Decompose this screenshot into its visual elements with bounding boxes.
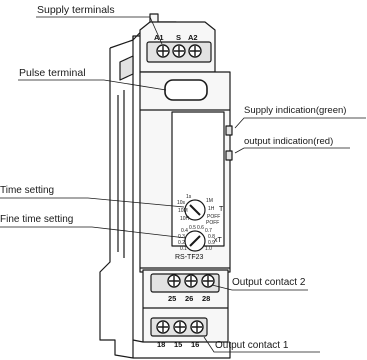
- output-led: [225, 150, 233, 161]
- time-scale-label: POFF: [207, 214, 221, 220]
- leader-output-indication: [234, 147, 350, 154]
- fine-scale-label: 0.2: [178, 240, 185, 246]
- terminal-label: A2: [188, 33, 198, 42]
- fine-scale-label: 0.1: [180, 246, 187, 252]
- fine-scale-label: 1.0: [205, 246, 212, 252]
- fine-scale-label: 0.4: [181, 228, 188, 234]
- fine-dial-mark: xT: [214, 237, 222, 244]
- callout-supply-terminals: Supply terminals: [37, 4, 115, 16]
- leader-fine-time-setting: [0, 226, 187, 239]
- fine-scale-label: 0.7: [205, 228, 212, 234]
- pulse-terminal-slot: [164, 79, 208, 101]
- leader-supply-terminals: [36, 16, 163, 45]
- callout-time-setting: Time setting: [0, 185, 55, 196]
- fine-scale-label: 0.3: [178, 234, 185, 240]
- leader-output-contact-2: [211, 284, 308, 291]
- time-scale-label: 10s: [177, 200, 186, 206]
- leader-pulse-terminal: [18, 79, 167, 91]
- leader-output-contact-1: [203, 336, 320, 353]
- time-scale-label: 10M: [178, 208, 188, 214]
- fine-scale-label: 0.8: [208, 234, 215, 240]
- fine-scale-label: 0.6: [197, 225, 204, 231]
- callout-fine-time-setting: Fine time setting: [0, 214, 74, 225]
- terminal-label: 26: [185, 294, 194, 303]
- callout-pulse-terminal: Pulse terminal: [19, 67, 86, 79]
- callout-output-contact-1: Output contact 1: [215, 340, 289, 351]
- fine-scale-label: 0.9: [208, 240, 215, 246]
- terminal-label: 15: [174, 340, 183, 349]
- callout-output-indication: output indication(red): [244, 136, 334, 147]
- top-screws: [156, 44, 202, 58]
- terminal-label: S: [176, 33, 182, 42]
- model-label: RS-TF23: [175, 254, 204, 261]
- time-scale-label: POFF: [206, 220, 220, 226]
- callout-supply-indication: Supply indication(green): [244, 105, 347, 116]
- callout-output-contact-2: Output contact 2: [232, 277, 306, 288]
- housing-left-side: [99, 36, 134, 359]
- time-scale-label: 1M: [206, 198, 213, 204]
- time-dial-mark: T: [219, 206, 224, 213]
- supply-led: [225, 125, 233, 136]
- time-scale-label: 10H: [180, 216, 190, 222]
- leader-supply-indication: [234, 117, 366, 129]
- fine-scale-label: 0.5: [189, 225, 196, 231]
- terminal-label: 18: [157, 340, 166, 349]
- bottom-screws: [156, 320, 204, 334]
- mid-screws: [167, 274, 215, 288]
- time-scale-label: 1H: [208, 206, 215, 212]
- terminal-label: 16: [191, 340, 200, 349]
- time-scale-label: 1s: [186, 194, 192, 200]
- din-rail-clip: [119, 55, 134, 81]
- terminal-label: 25: [168, 294, 177, 303]
- terminal-label: 28: [202, 294, 211, 303]
- terminal-label: A1: [154, 33, 164, 42]
- leader-time-setting: [0, 197, 185, 208]
